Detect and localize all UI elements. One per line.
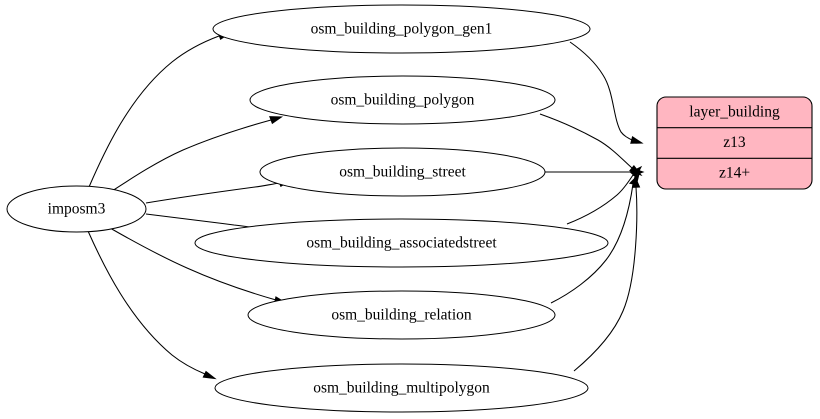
node-osm_building_polygon-label: osm_building_polygon xyxy=(331,92,475,109)
edge-osm_building_multipolygon-to-layer_building-z14 xyxy=(573,174,641,372)
node-osm_building_multipolygon[interactable]: osm_building_multipolygon xyxy=(214,363,589,413)
node-osm_building_street[interactable]: osm_building_street xyxy=(259,147,546,197)
node-osm_building_relation[interactable]: osm_building_relation xyxy=(247,290,556,340)
node-osm_building_relation-label: osm_building_relation xyxy=(331,307,472,324)
node-osm_building_multipolygon-shape[interactable] xyxy=(214,363,589,413)
node-osm_building_street-shape[interactable] xyxy=(259,147,546,197)
edge-osm_building_street-to-layer_building-z14 xyxy=(545,167,645,177)
node-osm_building_street-label: osm_building_street xyxy=(339,164,466,181)
node-osm_building_polygon-shape[interactable] xyxy=(249,75,556,125)
edge-osm_building_polygon-to-layer_building-z14 xyxy=(539,113,643,177)
record-row-z14-plus[interactable]: z14+ xyxy=(719,165,750,182)
node-osm_building_relation-shape[interactable] xyxy=(247,290,556,340)
record-row-layer-name: layer_building xyxy=(689,104,780,121)
node-layer_building-box[interactable] xyxy=(656,96,813,190)
node-imposm3-label: imposm3 xyxy=(48,201,106,218)
edge-imposm3-to-osm_building_multipolygon xyxy=(87,230,217,380)
node-osm_building_polygon[interactable]: osm_building_polygon xyxy=(249,75,556,125)
node-imposm3-shape[interactable] xyxy=(6,185,147,233)
edge-group-tables-to-layer xyxy=(539,41,645,372)
node-osm_building_associatedstreet[interactable]: osm_building_associatedstreet xyxy=(194,218,609,268)
edge-imposm3-to-osm_building_polygon xyxy=(111,116,284,192)
edge-imposm3-to-osm_building_polygon_gen1 xyxy=(88,32,232,188)
node-osm_building_polygon_gen1-shape[interactable] xyxy=(212,4,591,54)
node-osm_building_associatedstreet-label: osm_building_associatedstreet xyxy=(306,235,497,252)
node-osm_building_associatedstreet-shape[interactable] xyxy=(194,218,609,268)
edge-osm_building_polygon_gen1-to-layer_building-z13 xyxy=(569,41,644,144)
record-row-z13[interactable]: z13 xyxy=(723,134,746,151)
node-osm_building_polygon_gen1-label: osm_building_polygon_gen1 xyxy=(311,21,493,38)
node-imposm3[interactable]: imposm3 xyxy=(6,185,147,233)
node-osm_building_polygon_gen1[interactable]: osm_building_polygon_gen1 xyxy=(212,4,591,54)
edge-osm_building_associatedstreet-to-layer_building-z14 xyxy=(566,165,643,225)
node-osm_building_multipolygon-label: osm_building_multipolygon xyxy=(313,380,490,397)
node-layer_building[interactable]: layer_building z13 z14+ xyxy=(656,96,813,190)
edge-imposm3-to-osm_building_street xyxy=(145,179,292,204)
